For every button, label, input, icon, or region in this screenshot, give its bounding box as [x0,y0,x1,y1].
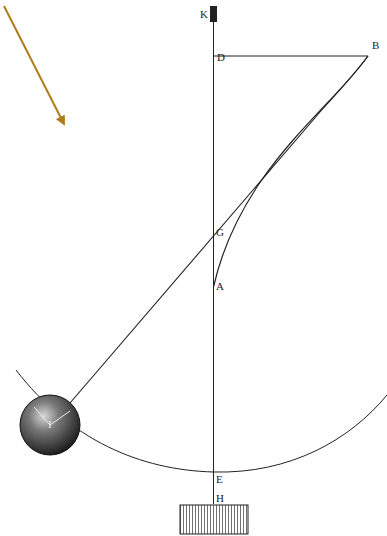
weight-block [180,505,248,534]
swing-arc [16,370,387,472]
pointer-arrow [4,6,64,124]
bob-letter: I [48,420,51,430]
vertical-axis [213,22,214,504]
point-letter: B [372,40,379,51]
point-letter: H [216,493,224,504]
point-letter: A [216,281,224,292]
pendulum-string [52,56,368,424]
point-letter: D [217,52,225,63]
base-line [214,56,369,57]
point-letter: K [200,9,208,20]
suspension-block [210,6,217,22]
pendulum-bob: I [19,394,81,456]
cycloid-cheek [214,56,369,287]
point-letter: E [216,474,223,485]
point-letter: G [216,227,224,238]
